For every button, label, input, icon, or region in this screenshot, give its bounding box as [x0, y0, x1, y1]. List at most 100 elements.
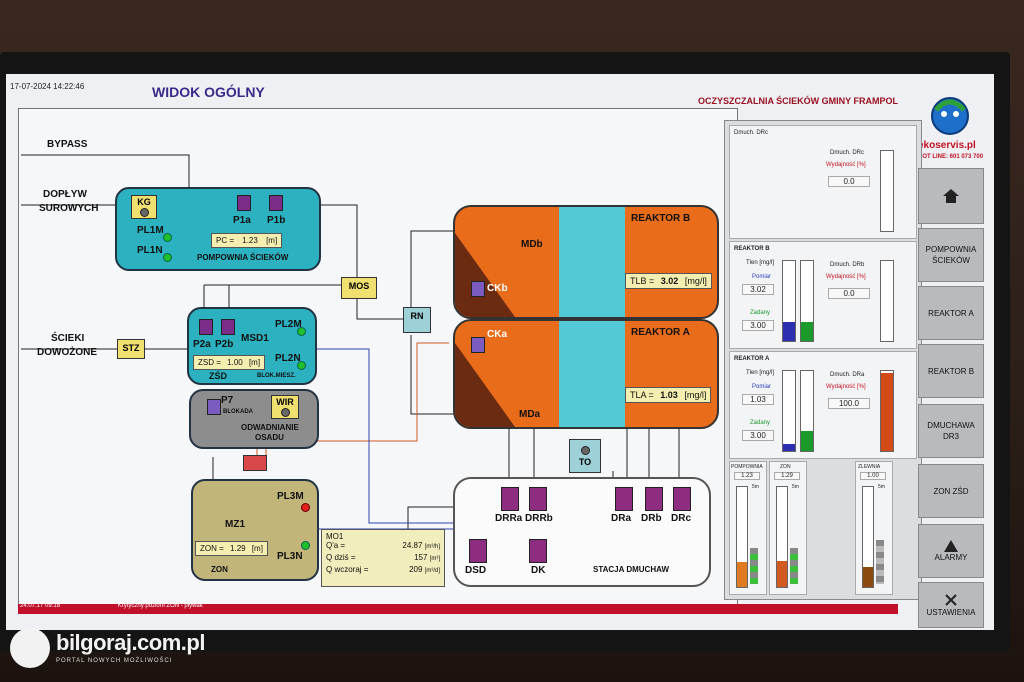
- level-zlewnia-switches: [876, 540, 884, 584]
- ra-set-bar: [800, 370, 814, 452]
- home-button[interactable]: [918, 168, 984, 224]
- odwadnianie-name-2: OSADU: [255, 433, 284, 442]
- reactor-b-settler: [559, 207, 625, 317]
- zsd-value: 1.00: [227, 358, 243, 367]
- level-pompownia-value: 1.23: [734, 472, 760, 480]
- wir-box[interactable]: WIR: [271, 395, 299, 419]
- qd-label: Q dziś =: [326, 553, 356, 562]
- ra-meas-bar: [782, 370, 796, 452]
- rb-subpanel[interactable]: REAKTOR B Tlen [mg/l] Pomiar 3.02 Zadany…: [729, 241, 917, 349]
- blower-drra[interactable]: [501, 487, 519, 511]
- stacja-dmuchaw[interactable]: DRRa DRRb DRa DRb DRc DSD DK STACJA DMUC…: [453, 477, 711, 587]
- level-zlewnia-name: ZLEWNIA: [858, 464, 881, 470]
- process-diagram: BYPASS DOPŁYW SUROWYCH ŚCIEKI DOWOŻONE S…: [18, 108, 738, 610]
- nav-dmuchawa[interactable]: DMUCHAWA DR3: [918, 404, 984, 458]
- p1a-label: P1a: [233, 215, 251, 226]
- ck-b-pump[interactable]: [471, 281, 485, 297]
- level-zon-name: ZON: [780, 464, 791, 470]
- import-label-1: ŚCIEKI: [51, 333, 85, 344]
- pompownia-tank[interactable]: KG P1a P1b PL1M PL1N PC = 1.23 [m] POMPO…: [115, 187, 321, 271]
- level-pompownia[interactable]: POMPOWNIA 1.23 5m: [729, 461, 767, 595]
- stacja-name: STACJA DMUCHAW: [593, 565, 669, 574]
- pl1m-indicator: [163, 233, 172, 242]
- reactor-a[interactable]: REAKTOR A MDa CKa TLA = 1.03 [mg/l]: [453, 319, 719, 429]
- pump-p1a[interactable]: [237, 195, 251, 211]
- blower-drb[interactable]: [645, 487, 663, 511]
- level-zon[interactable]: ZON 1.29 5m: [769, 461, 807, 595]
- mo1-qw-row: Q wczoraj = 209 [m³/d]: [326, 565, 440, 574]
- kg-indicator: [140, 208, 149, 217]
- blower-dk[interactable]: [529, 539, 547, 563]
- zon-tank[interactable]: MZ1 PL3M PL3N ZON = 1.29 [m] ZON: [191, 479, 319, 581]
- msd1-label: MSD1: [241, 333, 269, 344]
- nav-zon-zsd[interactable]: ZON ZŚD: [918, 464, 984, 518]
- mo1-qa-row: Q'a = 24.87 [m³/h]: [326, 541, 440, 550]
- nav-ustawienia[interactable]: USTAWIENIA: [918, 582, 984, 628]
- nav-pompownia[interactable]: POMPOWNIA ŚCIEKÓW: [918, 228, 984, 282]
- tla-unit: [mg/l]: [684, 390, 707, 400]
- watermark-name: bilgoraj.com.pl: [56, 630, 205, 655]
- alarm-status-bar[interactable]: [18, 604, 898, 614]
- level-zlewnia[interactable]: ZLEWNIA 1.00 5m: [855, 461, 893, 595]
- rn-box[interactable]: RN: [403, 307, 431, 333]
- level-pompownia-scale: 5m: [752, 484, 759, 490]
- pompownia-name: POMPOWNIA ŚCIEKÓW: [197, 253, 289, 262]
- qd-value: 157: [414, 553, 428, 562]
- nav-reaktor-b[interactable]: REAKTOR B: [918, 344, 984, 398]
- zon-label: ZON =: [200, 544, 224, 553]
- logo-brand: ekoservis.pl: [918, 140, 976, 151]
- datetime-label: 17-07-2024 14:22:46: [10, 82, 85, 91]
- stz-box[interactable]: STZ: [117, 339, 145, 359]
- odwadnianie-name-1: ODWADNIANIE: [241, 423, 299, 432]
- drc-eff-label: Wydajność [%]: [826, 162, 866, 168]
- tlb-unit: [mg/l]: [684, 276, 707, 286]
- ra-eff-fill: [881, 373, 893, 451]
- drrb-label: DRRb: [525, 513, 553, 524]
- drb-label: DRb: [641, 513, 662, 524]
- zsd-tank[interactable]: P2a P2b MSD1 PL2M PL2N ZSD = 1.00 [m] ZŚ…: [187, 307, 317, 385]
- nav-alarmy[interactable]: ALARMY: [918, 524, 984, 578]
- blower-dra[interactable]: [615, 487, 633, 511]
- zon-name: ZON: [211, 565, 228, 574]
- reactor-b[interactable]: REAKTOR B MDb CKb TLB = 3.02 [mg/l]: [453, 205, 719, 319]
- watermark-tag: PORTAL NOWYCH MOŻLIWOŚCI: [56, 658, 173, 664]
- blower-drrb[interactable]: [529, 487, 547, 511]
- drc-sub: Dmuch. DRc: [830, 150, 865, 156]
- zon-value: 1.29: [230, 544, 246, 553]
- reactor-a-anoxic: [455, 343, 515, 427]
- ra-meas-fill: [783, 443, 795, 451]
- pl1m-label: PL1M: [137, 225, 164, 236]
- ck-a-pump[interactable]: [471, 337, 485, 353]
- level-pompownia-fill: [737, 562, 747, 587]
- mos-box[interactable]: MOS: [341, 277, 377, 299]
- pl1n-label: PL1N: [137, 245, 163, 256]
- level-zlewnia-value: 1.00: [860, 472, 886, 480]
- blower-drc[interactable]: [673, 487, 691, 511]
- warning-icon: [944, 539, 958, 552]
- ra-subpanel[interactable]: REAKTOR A Tlen [mg/l] Pomiar 1.03 Zadany…: [729, 351, 917, 459]
- level-zon-fill: [777, 561, 787, 587]
- blok-mieszadla-label: BLOK.MIESZ.: [257, 373, 296, 379]
- pc-value-box: PC = 1.23 [m]: [211, 233, 283, 248]
- p7-label: P7: [221, 395, 234, 406]
- tools-icon: [945, 593, 957, 606]
- level-pompownia-switches: [750, 548, 758, 584]
- level-zon-scale: 5m: [792, 484, 799, 490]
- pump-p2b[interactable]: [221, 319, 235, 335]
- pump-p7[interactable]: [207, 399, 221, 415]
- sludge-valve[interactable]: [243, 455, 267, 471]
- odwadnianie-tank[interactable]: P7 BLOKADA WIR ODWADNIANIE OSADU: [189, 389, 319, 449]
- to-box[interactable]: TO: [569, 439, 601, 473]
- pump-p1b[interactable]: [269, 195, 283, 211]
- drc-label: DRc: [671, 513, 692, 524]
- pl3m-label: PL3M: [277, 491, 304, 502]
- blower-dsd[interactable]: [469, 539, 487, 563]
- drc-subpanel[interactable]: Dmuch. DRc Dmuch. DRc Wydajność [%] 0.0: [729, 125, 917, 239]
- nav-reaktor-a[interactable]: REAKTOR A: [918, 286, 984, 340]
- ra-zadany-label: Zadany: [750, 420, 771, 426]
- ra-eff-value: 100.0: [828, 398, 870, 409]
- home-icon: [943, 189, 959, 203]
- kg-box[interactable]: KG: [131, 195, 157, 219]
- mdb-label: MDb: [521, 239, 543, 250]
- pump-p2a[interactable]: [199, 319, 213, 335]
